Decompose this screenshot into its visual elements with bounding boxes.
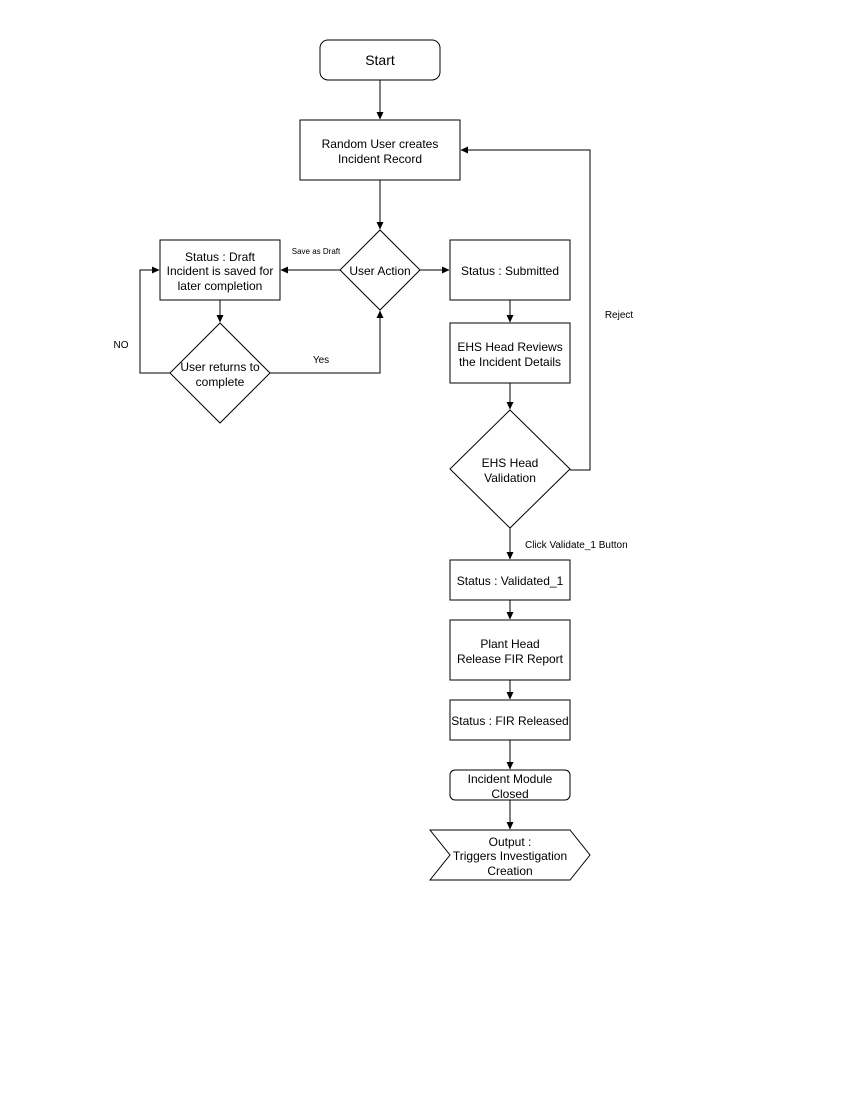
output-line-1: Output : xyxy=(489,835,532,849)
module-closed-box xyxy=(449,769,571,801)
user-action-label: User Action xyxy=(349,264,410,278)
validated-label: Status : Validated_1 xyxy=(457,574,564,588)
label-save-as-draft: Save as Draft xyxy=(292,247,341,256)
edge-labels: Save as Draft NO Yes Reject Click Valida… xyxy=(114,247,634,551)
ehs-validation-diamond xyxy=(449,409,571,529)
edge-user-returns-no xyxy=(139,266,170,374)
ehs-validation-line-1: EHS Head xyxy=(482,456,539,470)
node-module-closed: Incident Module Closed xyxy=(449,769,571,801)
plant-head-box xyxy=(449,619,571,681)
node-draft: Status : Draft Incident is saved for lat… xyxy=(159,239,281,301)
node-user-returns: User returns to complete xyxy=(169,322,271,424)
start-label: Start xyxy=(365,52,395,68)
draft-box xyxy=(159,239,281,301)
node-submitted: Status : Submitted xyxy=(449,239,571,301)
node-start: Start xyxy=(319,39,441,81)
label-no: NO xyxy=(114,340,129,351)
fir-released-label: Status : FIR Released xyxy=(451,714,568,728)
node-create-record: Random User creates Incident Record xyxy=(299,119,461,181)
ehs-reviews-line-2: the Incident Details xyxy=(459,355,561,369)
ehs-reviews-box xyxy=(449,322,571,384)
edge-user-returns-yes xyxy=(270,310,384,374)
create-record-line-1: Random User creates xyxy=(322,137,439,151)
node-plant-head: Plant Head Release FIR Report xyxy=(449,619,571,681)
node-fir-released: Status : FIR Released xyxy=(449,699,571,741)
plant-head-line-1: Plant Head xyxy=(480,637,539,651)
submitted-label: Status : Submitted xyxy=(461,264,559,278)
node-ehs-validation: EHS Head Validation xyxy=(449,409,571,529)
create-record-line-2: Incident Record xyxy=(338,152,422,166)
module-closed-line-2: Closed xyxy=(491,787,528,801)
node-validated: Status : Validated_1 xyxy=(449,559,571,601)
user-returns-diamond xyxy=(169,322,271,424)
validated-box xyxy=(449,559,571,601)
user-returns-line-1: User returns to xyxy=(180,360,260,374)
label-reject: Reject xyxy=(605,310,634,321)
ehs-validation-line-2: Validation xyxy=(484,471,536,485)
output-step-shape xyxy=(428,829,591,881)
node-user-action: User Action xyxy=(339,229,421,311)
label-yes: Yes xyxy=(313,355,329,366)
submitted-box xyxy=(449,239,571,301)
create-record-box xyxy=(299,119,461,181)
node-ehs-reviews: EHS Head Reviews the Incident Details xyxy=(449,322,571,384)
edge-validation-reject xyxy=(460,146,591,471)
edges xyxy=(139,80,591,830)
draft-line-2: Incident is saved for xyxy=(167,264,274,278)
module-closed-line-1: Incident Module xyxy=(468,772,553,786)
start-terminator xyxy=(319,39,441,81)
node-output: Output : Triggers Investigation Creation xyxy=(428,829,591,881)
user-returns-line-2: complete xyxy=(196,375,245,389)
output-line-3: Creation xyxy=(487,864,532,878)
label-click-validate: Click Validate_1 Button xyxy=(525,540,628,551)
draft-line-1: Status : Draft xyxy=(185,250,256,264)
draft-line-3: later completion xyxy=(178,279,263,293)
user-action-diamond xyxy=(339,229,421,311)
output-line-2: Triggers Investigation xyxy=(453,849,567,863)
ehs-reviews-line-1: EHS Head Reviews xyxy=(457,340,562,354)
fir-released-box xyxy=(449,699,571,741)
plant-head-line-2: Release FIR Report xyxy=(457,652,564,666)
